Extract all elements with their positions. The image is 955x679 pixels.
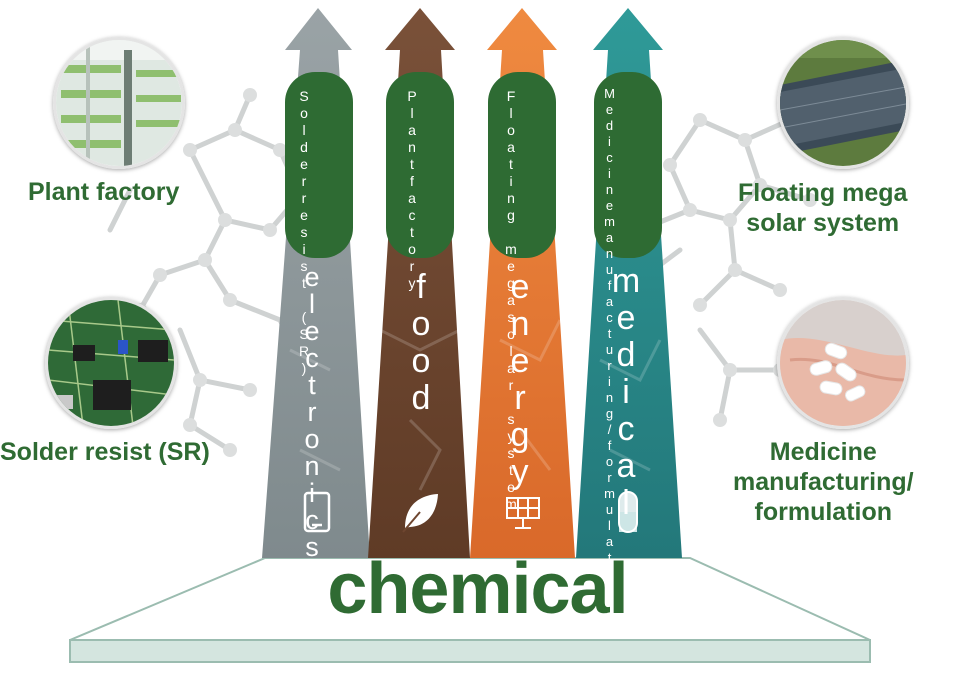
floating-solar-photo	[777, 37, 909, 169]
pill-text-electronics: Solderresist (SR)	[296, 88, 312, 377]
label-medicine-line2: manufacturing/	[733, 468, 914, 496]
pill-line: manufacturing/	[602, 214, 617, 438]
pill-line: Plant	[404, 88, 420, 173]
label-floating-solar-line2: solar system	[746, 209, 900, 237]
label-medicine-line1: Medicine	[769, 438, 877, 466]
medicine-photo	[777, 297, 909, 429]
plant-factory-photo	[53, 37, 185, 169]
chemical-base	[69, 557, 871, 663]
pill-line: Medicine	[602, 86, 617, 214]
pill-electronics	[285, 72, 353, 258]
capsule-icon	[618, 491, 638, 533]
pill-line: Floating mega	[503, 88, 519, 309]
category-energy: energy	[501, 268, 539, 490]
molecule-nodes	[133, 88, 817, 457]
pill-food	[386, 72, 454, 258]
arrow-pattern	[289, 319, 662, 491]
chemical-title: chemical	[327, 549, 628, 629]
pill-text-energy: Floating megasolar system	[503, 88, 519, 513]
label-plant-factory: Plant factory	[28, 178, 180, 206]
smartphone-icon	[303, 491, 331, 533]
label-floating-solar-line1: Floating mega	[738, 179, 908, 207]
pill-line: solar system	[503, 309, 519, 513]
label-floating-solar: Floating mega solar system	[738, 178, 907, 238]
pill-line: formulation	[602, 438, 617, 614]
pill-medical	[594, 72, 662, 258]
category-medical: medical	[607, 262, 645, 521]
label-medicine-line3: formulation	[754, 498, 893, 526]
pill-text-medical: Medicinemanufacturing/formulation	[602, 86, 617, 614]
category-food: food	[402, 268, 440, 416]
pill-text-food: Plantfactory	[404, 88, 420, 292]
solar-panel-icon	[506, 497, 540, 529]
category-electronics: electronics	[297, 262, 327, 559]
pill-energy	[488, 72, 556, 258]
pill-line: factory	[404, 173, 420, 292]
pill-line: Solder	[296, 88, 312, 190]
pill-line: resist (SR)	[296, 190, 312, 377]
label-medicine: Medicine manufacturing/ formulation	[733, 437, 914, 527]
solder-resist-photo	[45, 297, 177, 429]
label-solder-resist: Solder resist (SR)	[0, 438, 210, 466]
leaf-icon	[402, 494, 438, 533]
